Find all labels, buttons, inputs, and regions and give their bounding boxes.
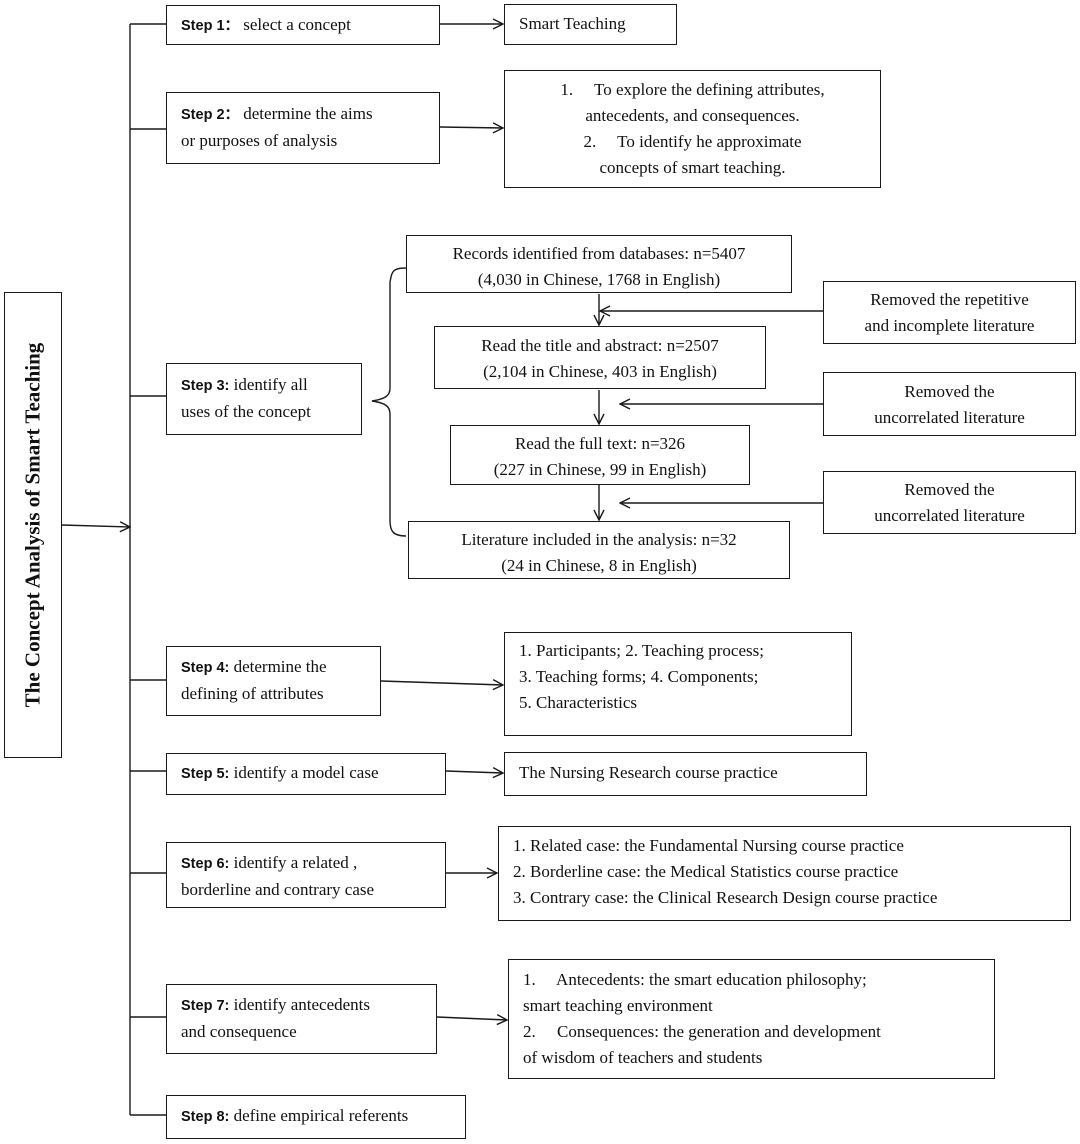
title-arrow xyxy=(61,525,130,527)
flow-records-line-1: Records identified from databases: n=540… xyxy=(452,244,746,263)
step7-label: Step 7: xyxy=(181,998,230,1014)
step1-label: Step 1： xyxy=(181,18,240,34)
step8-box: Step 8: define empirical referents xyxy=(166,1095,466,1139)
step2-label: Step 2： xyxy=(181,107,240,123)
removed-1-line-1: Removed the repetitive xyxy=(870,290,1029,309)
step4-text-2: defining of attributes xyxy=(181,684,324,703)
flow-box-included: Literature included in the analysis: n=3… xyxy=(408,521,790,579)
arrow-step4 xyxy=(380,681,503,685)
step8-label: Step 8: xyxy=(181,1109,230,1125)
step4-text: determine the xyxy=(233,657,327,676)
step4-result-box: 1. Participants; 2. Teaching process; 3.… xyxy=(504,632,852,736)
removed-box-1: Removed the repetitive and incomplete li… xyxy=(823,281,1076,344)
flow-full-text-line-1: Read the full text: n=326 xyxy=(514,434,686,453)
step4-result-line-3: 5. Characteristics xyxy=(519,693,638,712)
step1-box: Step 1： select a concept xyxy=(166,5,440,45)
step4-label: Step 4: xyxy=(181,660,230,676)
step2-text-2: or purposes of analysis xyxy=(181,131,338,150)
step3-label: Step 3: xyxy=(181,378,230,394)
step7-result-line-2: smart teaching environment xyxy=(523,996,713,1015)
step3-box: Step 3: identify all uses of the concept xyxy=(166,363,362,435)
step6-text: identify a related , xyxy=(233,853,358,872)
step3-text: identify all xyxy=(233,375,308,394)
step7-text: identify antecedents xyxy=(233,995,371,1014)
step6-result-line-2: 2. Borderline case: the Medical Statisti… xyxy=(513,862,899,881)
flow-records-line-2: (4,030 in Chinese, 1768 in English) xyxy=(477,270,721,289)
flow-title-abstract-line-1: Read the title and abstract: n=2507 xyxy=(481,336,719,355)
step7-text-2: and consequence xyxy=(181,1022,297,1041)
removed-2-line-1: Removed the xyxy=(904,382,995,401)
step2-result-line-1: 1. To explore the defining attributes, xyxy=(560,80,825,99)
step7-result-line-1: 1. Antecedents: the smart education phil… xyxy=(523,970,867,989)
step5-result: The Nursing Research course practice xyxy=(519,763,778,782)
step6-result-line-1: 1. Related case: the Fundamental Nursing… xyxy=(513,836,904,855)
diagram-title-box: The Concept Analysis of Smart Teaching xyxy=(4,292,62,758)
step4-result-line-2: 3. Teaching forms; 4. Components; xyxy=(519,667,759,686)
removed-3-line-1: Removed the xyxy=(904,480,995,499)
flow-box-title-abstract: Read the title and abstract: n=2507 (2,1… xyxy=(434,326,766,389)
arrow-step7 xyxy=(436,1017,507,1020)
step6-result-box: 1. Related case: the Fundamental Nursing… xyxy=(498,826,1071,921)
flow-full-text-line-2: (227 in Chinese, 99 in English) xyxy=(493,460,707,479)
flow-included-line-1: Literature included in the analysis: n=3… xyxy=(461,530,737,549)
step5-label: Step 5: xyxy=(181,766,230,782)
step6-label: Step 6: xyxy=(181,856,230,872)
arrow-step5 xyxy=(445,771,503,773)
removed-1-line-2: and incomplete literature xyxy=(864,316,1035,335)
step1-result-box: Smart Teaching xyxy=(504,4,677,45)
flow-included-line-2: (24 in Chinese, 8 in English) xyxy=(501,556,697,575)
step2-result-line-4: concepts of smart teaching. xyxy=(599,158,786,177)
removed-3-line-2: uncorrelated literature xyxy=(874,506,1025,525)
step4-result-line-1: 1. Participants; 2. Teaching process; xyxy=(519,641,764,660)
step1-result: Smart Teaching xyxy=(519,14,626,33)
step8-text: define empirical referents xyxy=(233,1106,409,1125)
flow-box-records: Records identified from databases: n=540… xyxy=(406,235,792,293)
step2-result-box: 1. To explore the defining attributes, a… xyxy=(504,70,881,188)
step4-box: Step 4: determine the defining of attrib… xyxy=(166,646,381,716)
step2-result-line-2: antecedents, and consequences. xyxy=(585,106,800,125)
step6-box: Step 6: identify a related , borderline … xyxy=(166,842,446,908)
removed-2-line-2: uncorrelated literature xyxy=(874,408,1025,427)
step7-result-line-4: of wisdom of teachers and students xyxy=(523,1048,763,1067)
step2-text: determine the aims xyxy=(243,104,373,123)
step1-text: select a concept xyxy=(243,15,351,34)
step6-result-line-3: 3. Contrary case: the Clinical Research … xyxy=(513,888,938,907)
step2-box: Step 2： determine the aims or purposes o… xyxy=(166,92,440,164)
step2-result-line-3: 2. To identify he approximate xyxy=(583,132,802,151)
flow-title-abstract-line-2: (2,104 in Chinese, 403 in English) xyxy=(483,362,717,381)
step7-box: Step 7: identify antecedents and consequ… xyxy=(166,984,437,1054)
step7-result-box: 1. Antecedents: the smart education phil… xyxy=(508,959,995,1079)
diagram-title: The Concept Analysis of Smart Teaching xyxy=(20,342,45,708)
flow-box-full-text: Read the full text: n=326 (227 in Chines… xyxy=(450,425,750,485)
step6-text-2: borderline and contrary case xyxy=(181,880,375,899)
removed-box-3: Removed the uncorrelated literature xyxy=(823,471,1076,534)
step5-box: Step 5: identify a model case xyxy=(166,753,446,795)
step5-result-box: The Nursing Research course practice xyxy=(504,752,867,796)
step5-text: identify a model case xyxy=(233,763,379,782)
arrow-step2 xyxy=(439,127,503,128)
step3-brace xyxy=(371,267,407,537)
step3-text-2: uses of the concept xyxy=(181,402,311,421)
removed-box-2: Removed the uncorrelated literature xyxy=(823,372,1076,436)
step7-result-line-3: 2. Consequences: the generation and deve… xyxy=(523,1022,881,1041)
